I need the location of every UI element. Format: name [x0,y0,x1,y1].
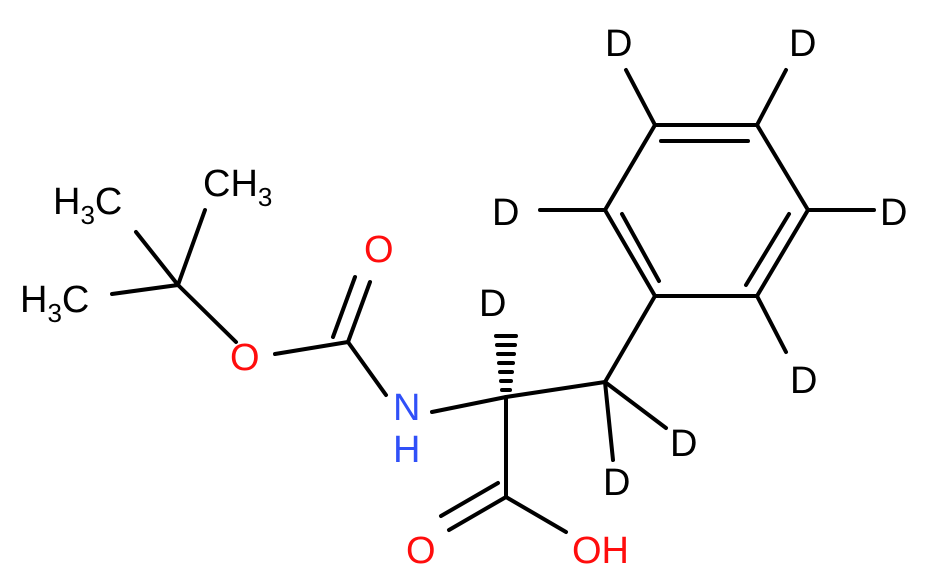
bond-alpha-to-n [430,395,508,414]
deuterium-label: D [670,423,697,465]
methyl-subscript: 3 [258,182,272,212]
deuterium-label: D [880,192,907,234]
carbonyl-oxygen-label: O [364,229,394,271]
bond-acid-c-o-double-b [439,481,500,518]
ring-deuterium-bonds [538,68,876,354]
bond-ring-cd-top-right [755,68,788,127]
bond-ch2-to-alpha [504,380,607,399]
methyl-c: C [62,279,89,321]
amine-hydrogen-label: H [393,429,420,471]
bond-ch2-d-right [603,380,668,430]
nitrogen-label: N [393,387,420,429]
bond-ring-upper-left [603,123,657,212]
methyl-left-label: H3C [20,279,89,328]
bond-carbonyl-double-b [331,275,357,339]
methyl-ch: CH [203,163,258,205]
bond-ring-cd-bottom-right [755,294,788,354]
bond-carbonyl-to-ether-o [273,340,350,356]
bond-acid-c-oh [504,495,568,534]
bond-n-to-carbonyl-c [346,340,388,397]
ether-oxygen-label: O [230,337,260,379]
bond-ring-cd-top-left [624,68,657,127]
bond-ring-left-inner [620,212,661,283]
methyl-c: C [95,181,122,223]
deuterium-label: D [605,23,632,65]
benzene-ring [603,123,810,298]
deuterium-label: D [479,283,506,325]
methyl-subscript: 3 [47,298,61,328]
deuterium-label: D [789,23,816,65]
methyl-h: H [53,181,80,223]
bond-qc-to-methyl-top-right [176,208,207,287]
hashed-wedge-alpha-d [494,334,518,392]
bond-ring-right-inner [744,212,791,287]
bond-ring-lower-right [755,208,810,298]
bond-ch2-d-bottom [603,380,615,462]
bond-carbonyl-double-a [346,280,372,344]
deuterium-label: D [492,192,519,234]
methyl-subscript: 3 [80,200,94,230]
bond-ring-upper-right [755,123,810,212]
deuterium-label: D [603,462,630,504]
methyl-top-left-label: H3C [53,181,122,230]
methyl-top-right-label: CH3 [203,163,272,212]
bond-qc-to-methyl-top-left [134,230,180,287]
bond-qc-to-methyl-left [110,283,180,296]
bond-acid-c-o-double-a [447,495,508,532]
methyl-h: H [20,279,47,321]
acid-carbonyl-oxygen-label: O [406,530,436,572]
bond-ether-o-to-quaternary-c [176,283,238,344]
bond-ring-to-ch2 [603,294,657,384]
hydroxyl-label: OH [572,530,629,572]
deuterium-label: D [790,360,817,402]
bond-ring-lower-left [603,208,657,298]
